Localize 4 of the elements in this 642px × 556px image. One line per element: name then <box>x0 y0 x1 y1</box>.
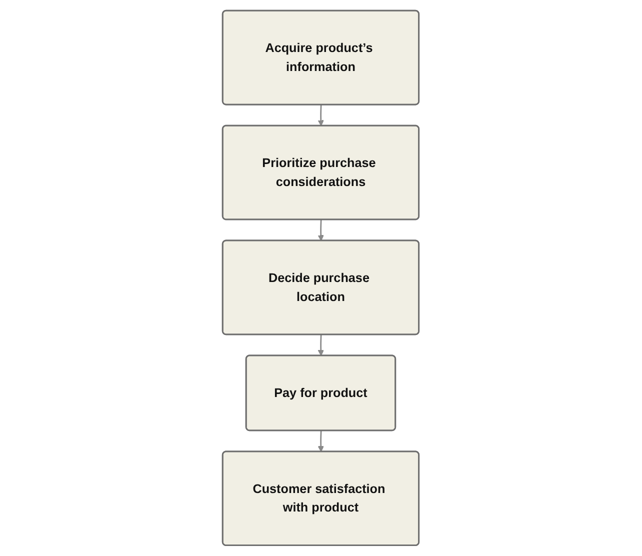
arrow <box>318 104 324 126</box>
arrow <box>318 430 324 452</box>
arrow <box>318 334 324 356</box>
arrow <box>318 220 324 242</box>
